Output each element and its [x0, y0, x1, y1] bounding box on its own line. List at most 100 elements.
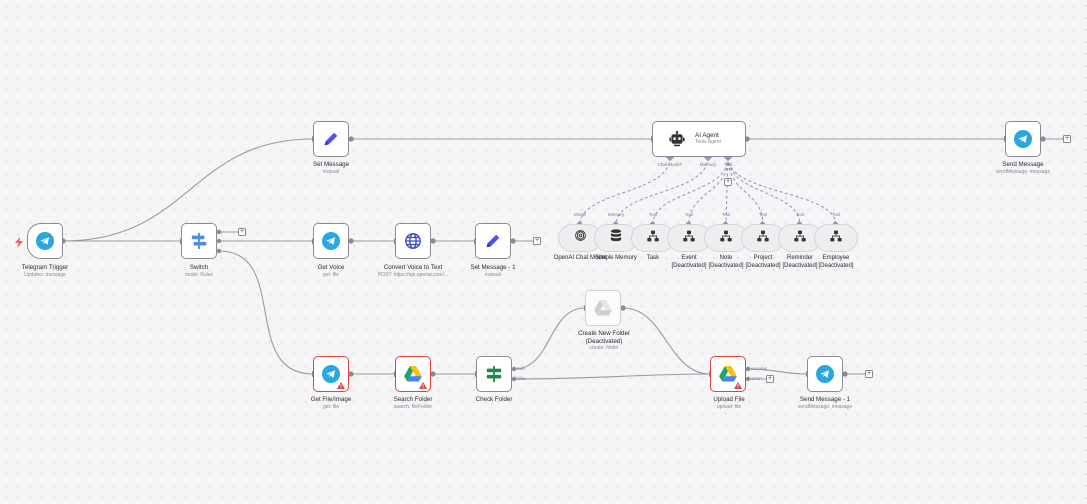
workflow-icon: [720, 229, 732, 247]
sublabel-simple-memory: Simple Memory: [595, 255, 637, 261]
label-create-folder: Create New Folder(Deactivated)create: fo…: [578, 330, 630, 352]
warning-icon: [336, 381, 346, 390]
telegram-icon: [1013, 129, 1033, 149]
if-icon: [484, 364, 504, 384]
telegram-icon: [815, 364, 835, 384]
node-get-voice[interactable]: [313, 223, 349, 259]
ai-edge-note: [725, 156, 729, 226]
port-true: true: [517, 366, 525, 371]
sub-type-memory: Memory: [607, 212, 625, 217]
workflow-icon: [794, 229, 806, 247]
port-tool: Tool: [723, 162, 733, 167]
edge-check-create: [513, 307, 586, 370]
subnode-event[interactable]: [667, 224, 711, 252]
sublabel-task: Task: [646, 255, 660, 261]
subnode-simple-memory[interactable]: [594, 224, 638, 252]
telegram-icon: [35, 231, 55, 251]
ai-edge-model: [579, 156, 671, 226]
port-error: error: [751, 376, 761, 381]
edge-check-upload: [513, 373, 711, 380]
sub-type-tool: Tool: [684, 212, 694, 217]
google-drive-icon: [593, 298, 613, 318]
port-success: success: [750, 366, 768, 371]
node-switch[interactable]: [181, 223, 217, 259]
node-convert-voice[interactable]: [395, 223, 431, 259]
telegram-icon: [321, 364, 341, 384]
node-create-folder[interactable]: [585, 290, 621, 326]
globe-icon: [403, 231, 423, 251]
sub-type-model: Model: [573, 212, 587, 217]
node-send-message[interactable]: [1005, 121, 1041, 157]
switch-icon: [189, 231, 209, 251]
subnode-project[interactable]: [741, 224, 785, 252]
node-check-folder[interactable]: [476, 356, 512, 392]
node-send-message-1[interactable]: [807, 356, 843, 392]
add-node-upload-error-button[interactable]: +: [766, 375, 774, 383]
warning-icon: [733, 381, 743, 390]
warning-icon: [418, 381, 428, 390]
node-set-message-1[interactable]: [475, 223, 511, 259]
ai-edge-task: [652, 156, 729, 226]
sub-type-tool: Tool: [758, 212, 768, 217]
add-node-send-message-1-button[interactable]: +: [865, 370, 873, 378]
edge-create-upload: [622, 307, 711, 375]
subnode-note[interactable]: [704, 224, 748, 252]
sub-type-tool: Tool: [795, 212, 805, 217]
sub-type-tool: Tool: [831, 212, 841, 217]
ai-edge-employee: [727, 156, 837, 226]
sub-type-tool: Tool: [721, 212, 731, 217]
sublabel-employee: Employee[Deactivated]: [818, 255, 854, 270]
ai-edge-memory: [615, 156, 709, 226]
add-node-set-message-1-button[interactable]: +: [533, 237, 541, 245]
google-drive-icon: [403, 364, 423, 384]
node-telegram-trigger[interactable]: [27, 223, 63, 259]
port-memory: Memory: [699, 162, 717, 167]
ai-edge-reminder: [727, 156, 801, 226]
edge-trigger-set-message: [62, 138, 314, 242]
edge-switch-get-file: [218, 250, 314, 375]
sublabel-reminder: Reminder[Deactivated]: [782, 255, 818, 270]
openai-icon: [574, 229, 587, 247]
workflow-icon: [683, 229, 695, 247]
pencil-icon: [321, 129, 341, 149]
workflow-icon: [830, 229, 842, 247]
edge-upload-send-1: [747, 368, 808, 375]
telegram-icon: [321, 231, 341, 251]
ai-edge-project: [727, 156, 764, 226]
port-false: false: [516, 376, 526, 381]
workflow-icon: [647, 229, 659, 247]
sub-type-tool: Tool: [648, 212, 658, 217]
node-search-folder[interactable]: [395, 356, 431, 392]
node-set-message[interactable]: [313, 121, 349, 157]
sublabel-openai-chat-model: OpenAI Chat Model: [553, 255, 607, 261]
node-upload-file[interactable]: [710, 356, 746, 392]
add-tool-button[interactable]: +: [724, 178, 732, 186]
database-icon: [610, 229, 622, 247]
subnode-employee[interactable]: [814, 224, 858, 252]
port-chat-model: Chat Model*: [657, 162, 683, 167]
add-node-send-message-button[interactable]: +: [1063, 135, 1071, 143]
workflow-icon: [757, 229, 769, 247]
sublabel-project: Project[Deactivated]: [745, 255, 781, 270]
sublabel-note: Note[Deactivated]: [708, 255, 744, 270]
google-drive-icon: [718, 364, 738, 384]
sublabel-event: Event[Deactivated]: [671, 255, 707, 270]
ai-edge-event: [688, 156, 729, 226]
node-get-file-image[interactable]: [313, 356, 349, 392]
add-node-switch-button[interactable]: +: [238, 228, 246, 236]
trigger-bolt-icon: [15, 235, 23, 253]
robot-icon: [667, 129, 687, 149]
